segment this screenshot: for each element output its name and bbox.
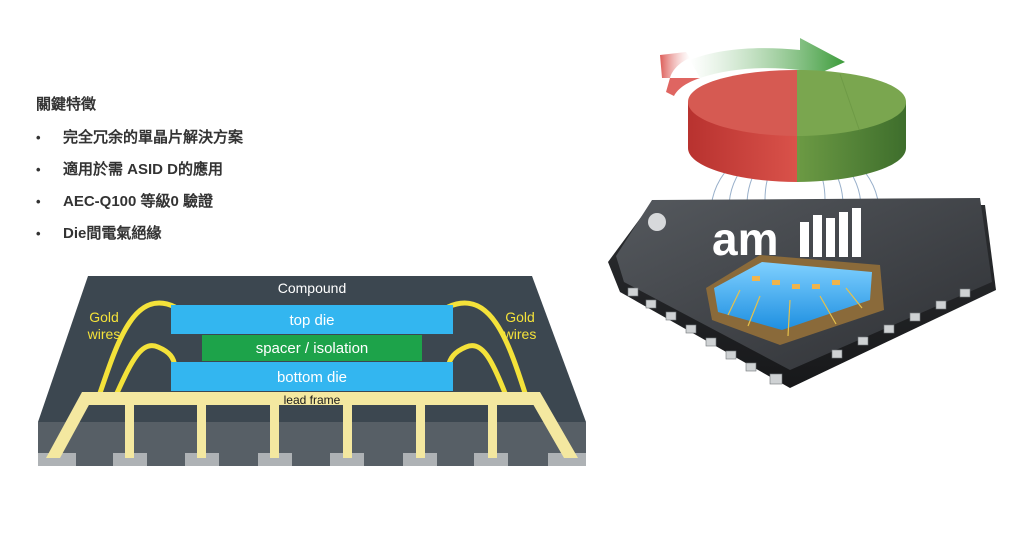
chip-package: am (608, 198, 996, 388)
top-die (171, 305, 453, 334)
gold-wire (445, 300, 528, 396)
magnet-disc (688, 70, 906, 182)
feature-text: AEC-Q100 等級0 驗證 (63, 193, 214, 210)
arrow-left-red (660, 52, 690, 78)
spacer-isolation (202, 335, 422, 361)
sensor-chip-render: am (608, 38, 996, 388)
gold-wires-right-label: wires (503, 326, 537, 342)
arrow-left-red-tip (666, 78, 700, 96)
feature-item: • Die間電氣絕緣 (36, 224, 243, 256)
gold-wire (114, 343, 178, 396)
solder-pad (113, 453, 147, 466)
lead-leg (416, 405, 425, 458)
lead-frame-legs (46, 392, 578, 458)
features-title: 關鍵特徵 (36, 96, 97, 113)
solder-pad (330, 453, 364, 466)
gold-wire (445, 343, 508, 396)
feature-item: • AEC-Q100 等級0 驗證 (36, 192, 243, 224)
lead-leg (488, 405, 497, 458)
key-features: 關鍵特徵 • 完全冗余的單晶片解決方案 • 適用於需 ASID D的應用 • AEC-… (36, 93, 243, 256)
lead-frame (82, 392, 540, 405)
feature-item: • 完全冗余的單晶片解決方案 (36, 128, 243, 160)
lead-leg (270, 405, 279, 458)
lead-frame-label: lead frame (284, 393, 341, 407)
gold-wires (97, 300, 528, 396)
top-die-label: top die (289, 312, 334, 329)
lead-leg (526, 392, 578, 458)
solder-pad (258, 453, 292, 466)
spacer-label: spacer / isolation (256, 340, 369, 357)
gold-wires-left-label: Gold (89, 309, 119, 325)
chip-leads (627, 287, 971, 385)
feature-item: • 適用於需 ASID D的應用 (36, 160, 243, 192)
compound-label: Compound (278, 280, 347, 296)
bullet-icon: • (36, 130, 41, 145)
bullet-icon: • (36, 226, 41, 241)
pin1-marker (648, 213, 666, 231)
solder-pad (403, 453, 437, 466)
gold-wires-left-label: wires (87, 326, 121, 342)
feature-text: Die間電氣絕緣 (63, 225, 162, 242)
bullet-icon: • (36, 194, 41, 209)
features-list: • 完全冗余的單晶片解決方案 • 適用於需 ASID D的應用 • AEC-Q100 … (36, 128, 243, 256)
feature-text: 完全冗余的單晶片解決方案 (63, 129, 244, 146)
solder-pad (474, 453, 508, 466)
gold-wires-right-label: Gold (505, 309, 535, 325)
lead-leg (343, 405, 352, 458)
bottom-die (171, 362, 453, 391)
solder-pad (185, 453, 219, 466)
gold-wire (97, 300, 178, 396)
lead-leg (46, 392, 96, 458)
package-cross-section: Compound top die spacer / isolation bott… (38, 276, 586, 466)
lead-leg (125, 405, 134, 458)
bullet-icon: • (36, 162, 41, 177)
feature-text: 適用於需 ASID D的應用 (63, 161, 224, 178)
bottom-die-label: bottom die (277, 369, 347, 386)
solder-pads (38, 453, 586, 466)
lead-leg (197, 405, 206, 458)
